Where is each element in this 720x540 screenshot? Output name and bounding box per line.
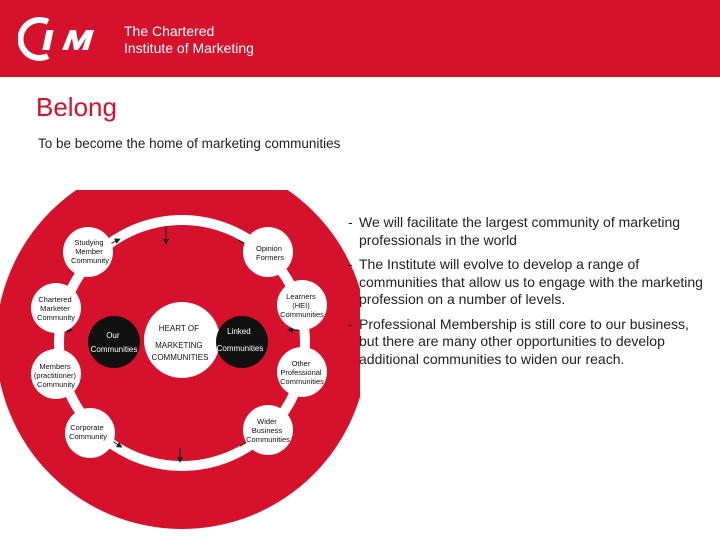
center-line-2: MARKETING bbox=[155, 341, 203, 350]
center-line-1: HEART OF bbox=[159, 324, 199, 333]
node-chartered-label: Chartered Marketer Community bbox=[37, 295, 75, 322]
page-title: Belong bbox=[36, 92, 117, 122]
node-members-label: Members (practitioner) Community bbox=[34, 362, 78, 389]
bullet-item: -The Institute will evolve to develop a … bbox=[348, 256, 703, 307]
bullet-list: -We will facilitate the largest communit… bbox=[348, 214, 710, 375]
node-learners-label: Learners (HEI) Communities bbox=[280, 292, 324, 319]
linked-communities-label: Linked Communities bbox=[217, 327, 264, 353]
bullet-item: -Professional Membership is still core t… bbox=[348, 315, 689, 367]
our-communities-label: Our Communities bbox=[91, 331, 138, 354]
center-line-3: COMMUNITIES bbox=[152, 353, 209, 362]
node-opinion-label: Opinion Formers bbox=[256, 244, 284, 262]
page-subtitle: To be become the home of marketing commu… bbox=[38, 136, 341, 151]
our-communities-hub bbox=[88, 316, 140, 368]
communities-diagram: HEART OF MARKETING COMMUNITIES Our Commu… bbox=[0, 190, 360, 529]
node-corporate-label: Corporate Community bbox=[69, 423, 107, 441]
header-bar: The Chartered Institute of Marketing bbox=[0, 0, 720, 77]
linked-communities-hub bbox=[216, 316, 268, 368]
node-wider-circle bbox=[243, 405, 293, 455]
node-corporate-circle bbox=[65, 408, 115, 458]
node-studying-circle bbox=[63, 227, 113, 277]
node-wider-label: Wider Business Communities bbox=[246, 417, 290, 444]
bullet-item: -We will facilitate the largest communit… bbox=[348, 214, 681, 248]
cim-logo-icon bbox=[18, 17, 94, 61]
bullet-text: Professional Membership is still core to… bbox=[359, 315, 689, 367]
node-other-circle bbox=[277, 347, 327, 397]
node-members-circle bbox=[31, 349, 81, 399]
org-line-2: Institute of Marketing bbox=[124, 40, 254, 56]
center-circle bbox=[144, 302, 220, 378]
node-opinion-circle bbox=[243, 227, 293, 277]
node-studying-label: Studying Member Community bbox=[71, 238, 109, 265]
node-chartered-circle bbox=[31, 283, 81, 333]
bullet-text: The Institute will evolve to develop a r… bbox=[359, 256, 703, 307]
org-line-1: The Chartered bbox=[124, 23, 215, 39]
center-label: HEART OF MARKETING COMMUNITIES bbox=[152, 324, 209, 362]
organization-name: The Chartered Institute of Marketing bbox=[124, 23, 254, 57]
node-other-label: Other Professional Communities bbox=[280, 359, 324, 386]
node-learners-circle bbox=[277, 280, 327, 330]
bullet-text: We will facilitate the largest community… bbox=[359, 214, 681, 248]
